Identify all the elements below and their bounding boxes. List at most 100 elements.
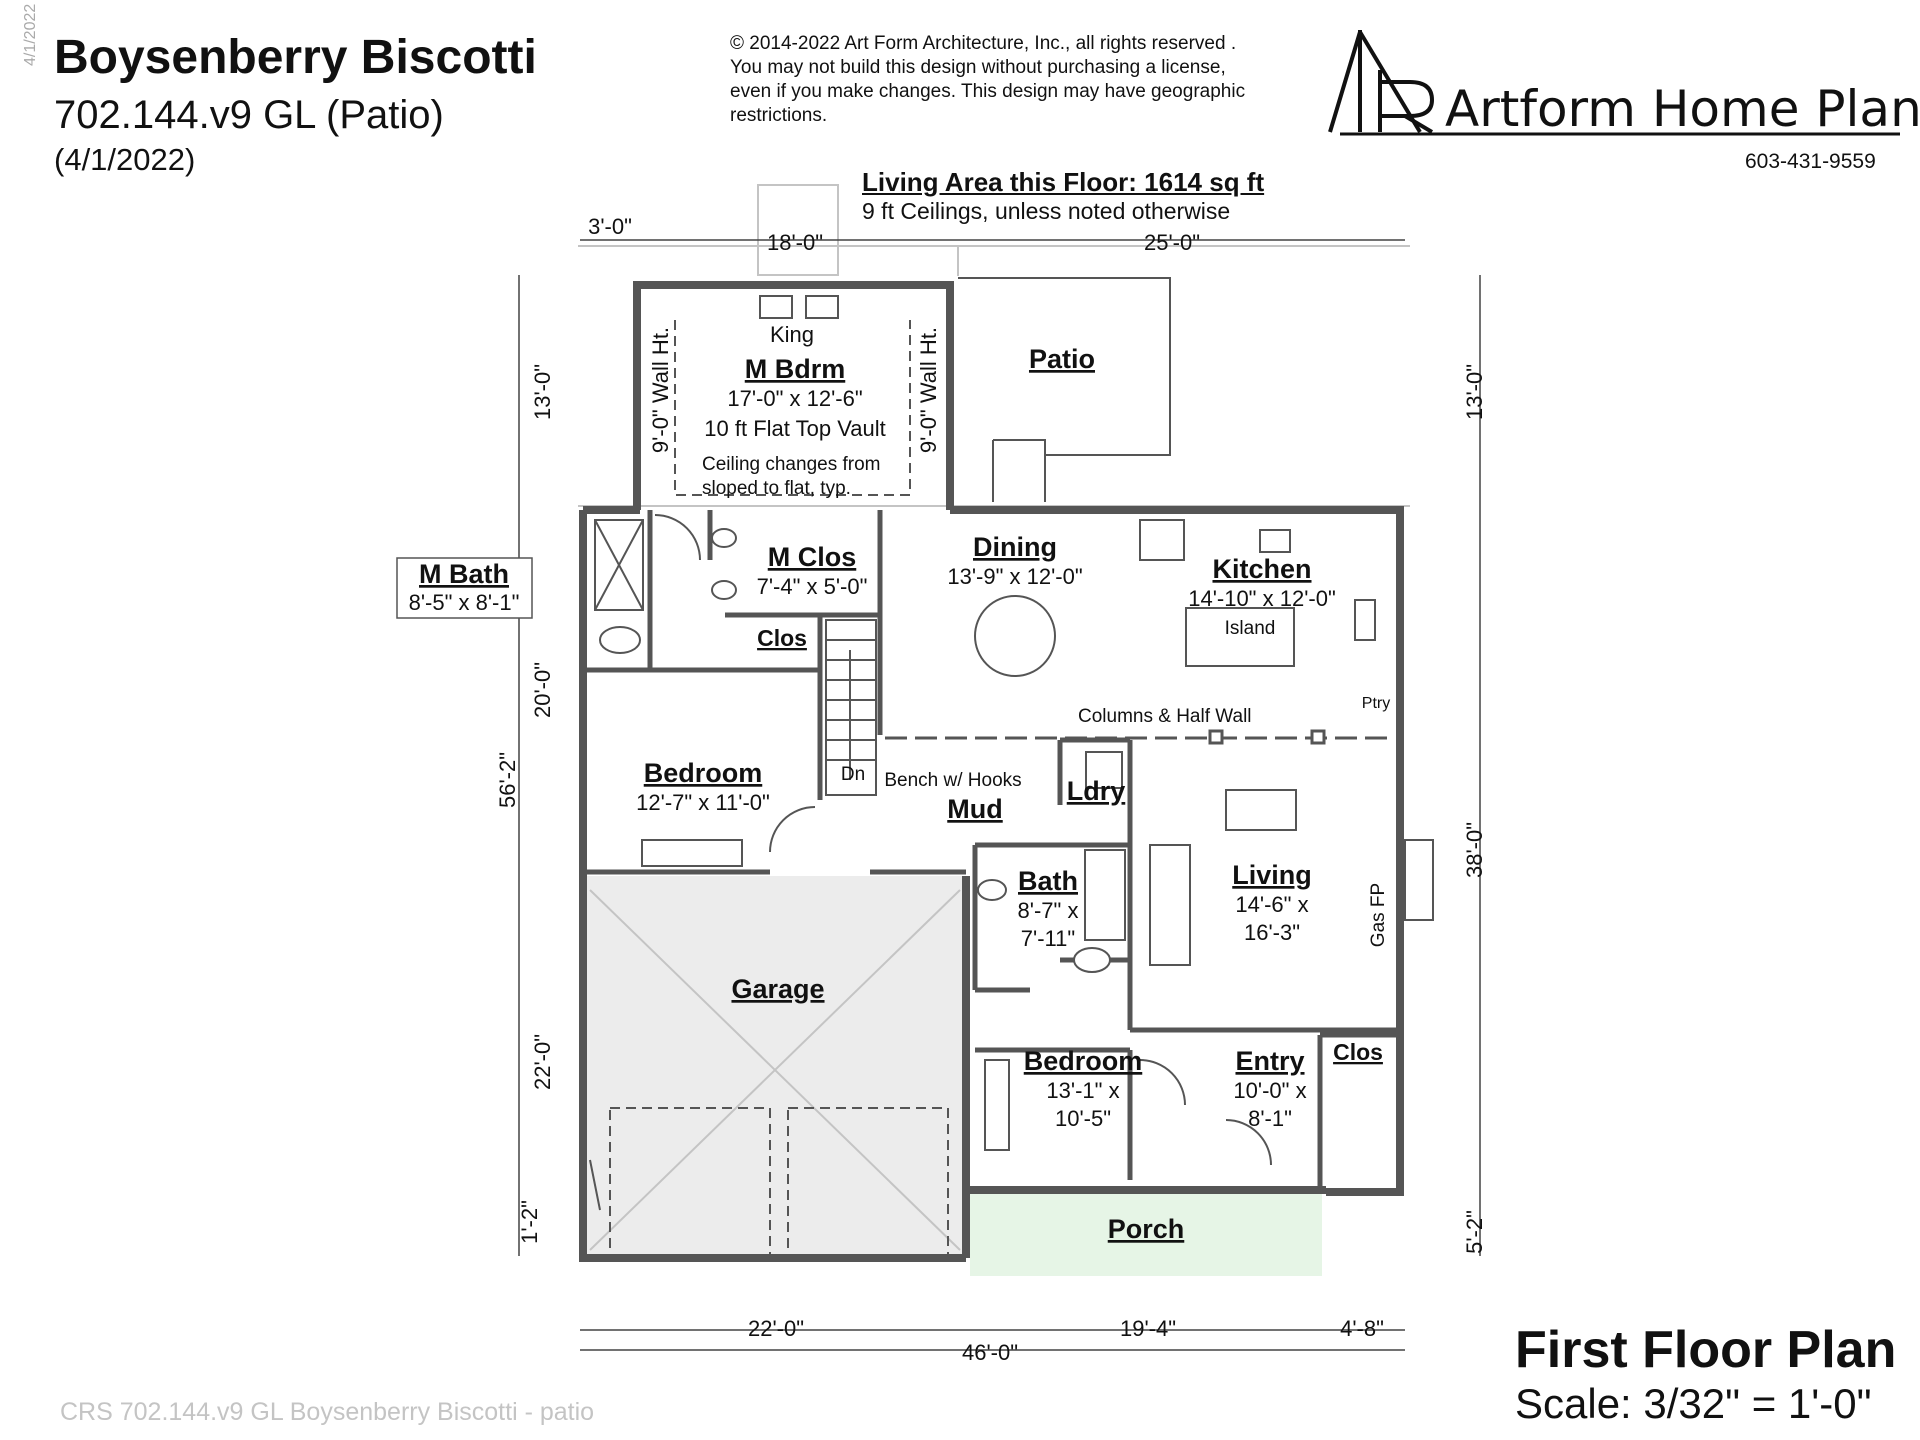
- dimension-label: 1'-2": [517, 1200, 542, 1244]
- dimension-label: 13'-0": [1462, 364, 1487, 420]
- dimension-label: 5'-2": [1462, 1210, 1487, 1254]
- dimension-label: 46'-0": [962, 1340, 1018, 1365]
- room-dims-m-bdrm: 17'-0" x 12'-6": [727, 386, 862, 411]
- door-swings: [589, 514, 1272, 1211]
- room-name-porch: Porch: [1108, 1214, 1185, 1244]
- dimension-lines: [518, 239, 1481, 1351]
- bathtub-icon: [1084, 849, 1126, 941]
- room-dims-kitchen: 14'-10" x 12'-0": [1188, 586, 1336, 611]
- dimension-label: 22'-0": [530, 1034, 555, 1090]
- room-dims-bath-line2: 7'-11": [1021, 926, 1075, 951]
- bed-icon: [641, 839, 743, 867]
- dimension-label: 25'-0": [1144, 230, 1200, 255]
- room-name-living: Living: [1232, 860, 1312, 890]
- copyright-line: © 2014-2022 Art Form Architecture, Inc.,…: [730, 33, 1237, 54]
- plan-number: 702.144.v9 GL (Patio): [54, 93, 444, 137]
- dimension-label: 20'-0": [530, 662, 555, 718]
- room-dims-m-bath: 8'-5" x 8'-1": [409, 590, 520, 615]
- stair-down-label: Dn: [841, 764, 865, 785]
- toilet-icon: [599, 626, 641, 654]
- room-note-m-bdrm: 10 ft Flat Top Vault: [704, 416, 885, 441]
- kitchen-sink-icon: [1259, 529, 1291, 553]
- interior-walls: [586, 510, 1400, 1190]
- room-dims-entry-line1: 10'-0" x: [1233, 1078, 1306, 1103]
- room-dims-m-clos: 7'-4" x 5'-0": [757, 574, 868, 599]
- bed-size-label: King: [770, 322, 814, 347]
- kitchen-island: [1185, 607, 1295, 667]
- sofa-icon: [1225, 789, 1297, 831]
- copyright-line: You may not build this design without pu…: [730, 57, 1226, 78]
- company-phone: 603-431-9559: [1745, 150, 1876, 173]
- patio-outline: [958, 277, 1171, 502]
- company-logo-text: Artform Home Plans: [1445, 80, 1920, 138]
- cooktop-icon: [1354, 599, 1376, 641]
- room-name-bedroom-south: Bedroom: [1024, 1046, 1143, 1076]
- dimension-label: 38'-0": [1462, 822, 1487, 878]
- room-name-ldry: Ldry: [1067, 776, 1126, 806]
- dimension-label: 13'-0": [530, 364, 555, 420]
- room-name-bedroom-west: Bedroom: [644, 758, 763, 788]
- room-dims-entry-line2: 8'-1": [1248, 1106, 1292, 1131]
- room-name-entry: Entry: [1235, 1046, 1304, 1076]
- logo-mark-icon: [1328, 30, 1900, 136]
- living-area-label: Living Area this Floor: 1614 sq ft: [862, 167, 1265, 197]
- dimension-label: 19'-4": [1120, 1316, 1176, 1341]
- dining-table: [974, 595, 1056, 677]
- stair-icon: [825, 619, 877, 796]
- m-bath-callout: [396, 557, 533, 619]
- fixtures: [594, 295, 1434, 1151]
- dimension-label: 56'-2": [495, 752, 520, 808]
- copyright-notice: © 2014-2022 Art Form Architecture, Inc.,…: [730, 32, 1245, 128]
- half-wall: [885, 729, 1395, 745]
- pillow-icon: [805, 295, 839, 319]
- ceiling-note: 9 ft Ceilings, unless noted otherwise: [862, 198, 1231, 224]
- porch-floor: [970, 1192, 1322, 1276]
- bath-toilet-icon: [1073, 947, 1111, 973]
- gas-fireplace-label: Gas FP: [1368, 883, 1389, 947]
- ceiling-change-note-line2: sloped to flat, typ.: [702, 478, 851, 499]
- bath-sink-icon: [977, 879, 1007, 901]
- room-dims-bedroom-west: 12'-7" x 11'-0": [636, 790, 770, 815]
- washer-icon: [1085, 751, 1123, 789]
- copyright-line: restrictions.: [730, 105, 828, 126]
- range-icon: [1139, 519, 1185, 561]
- room-name-mud: Mud: [947, 794, 1002, 824]
- dresser-icon: [984, 1059, 1010, 1151]
- room-dims-living-line2: 16'-3": [1244, 920, 1300, 945]
- footer-watermark: CRS 702.144.v9 GL Boysenberry Biscotti -…: [60, 1398, 595, 1426]
- plan-name: Boysenberry Biscotti: [54, 31, 537, 84]
- dimension-label: 3'-0": [588, 214, 632, 239]
- room-name-m-clos: M Clos: [768, 542, 857, 572]
- plan-title: First Floor Plan: [1515, 1321, 1897, 1379]
- room-dims-bedroom-south-line2: 10'-5": [1055, 1106, 1111, 1131]
- room-name-kitchen: Kitchen: [1212, 554, 1311, 584]
- room-dims-dining: 13'-9" x 12'-0": [947, 564, 1082, 589]
- room-dims-living-line1: 14'-6" x: [1235, 892, 1308, 917]
- dimension-label: 4'-8": [1340, 1316, 1384, 1341]
- island-label: Island: [1225, 618, 1276, 639]
- dashed-outlines: [609, 320, 949, 1259]
- sink-icon: [711, 580, 737, 600]
- room-name-clos-upper: Clos: [757, 625, 807, 651]
- plan-date: (4/1/2022): [54, 142, 196, 177]
- room-name-dining: Dining: [973, 532, 1057, 562]
- wall-height-note-right: 9'-0" Wall Ht.: [916, 327, 941, 453]
- sink-icon: [711, 528, 737, 548]
- columns-half-wall-note: Columns & Half Wall: [1078, 706, 1252, 727]
- pantry-label: Ptry: [1362, 695, 1390, 712]
- room-name-m-bath: M Bath: [419, 559, 509, 589]
- room-dims-bedroom-south-line1: 13'-1" x: [1046, 1078, 1119, 1103]
- plan-scale: Scale: 3/32" = 1'-0": [1515, 1380, 1872, 1427]
- room-dims-bath-line1: 8'-7" x: [1018, 898, 1079, 923]
- fireplace-icon: [1404, 839, 1434, 921]
- room-name-garage: Garage: [731, 974, 824, 1004]
- pillow-icon: [759, 295, 793, 319]
- bench-label: Bench w/ Hooks: [884, 770, 1021, 791]
- room-name-patio: Patio: [1029, 344, 1095, 374]
- dimension-label: 18'-0": [767, 230, 823, 255]
- couch-icon: [1149, 844, 1191, 966]
- room-name-m-bdrm: M Bdrm: [745, 354, 846, 384]
- wall-height-note-left: 9'-0" Wall Ht.: [648, 327, 673, 453]
- room-name-clos-entry: Clos: [1333, 1039, 1383, 1065]
